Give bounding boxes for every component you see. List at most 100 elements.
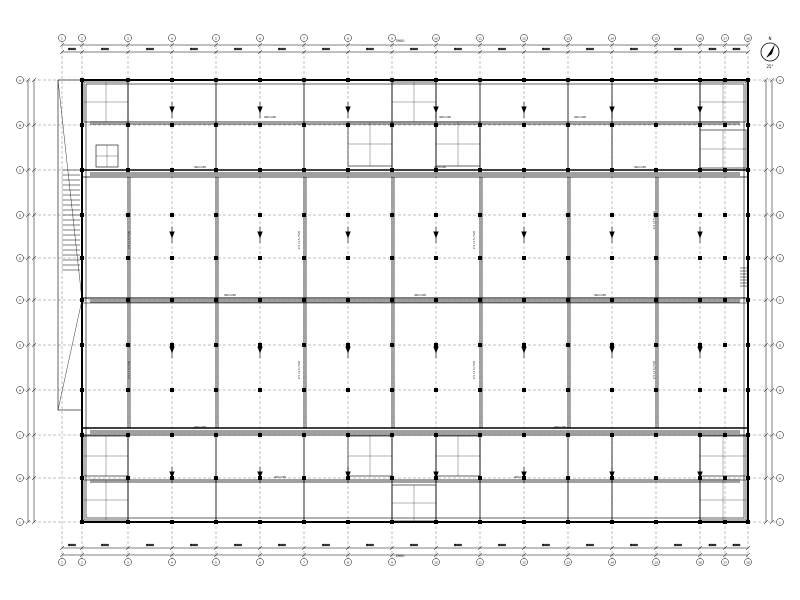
left-ramp-diagonal: [57, 299, 83, 411]
dimension-tick: [745, 552, 751, 558]
corridor-label: 2.5 / 2.5 / 500: [652, 361, 656, 380]
axis-bubble-column: 8: [344, 34, 352, 42]
structural-column: [126, 476, 130, 480]
axis-bubble-label: 4: [171, 560, 173, 564]
axis-bubble-circle: [388, 34, 396, 42]
structural-column: [258, 168, 262, 172]
structural-column: [478, 168, 482, 172]
axis-bubble-circle: [16, 296, 24, 304]
axis-bubble-circle: [776, 296, 784, 304]
duct-runs: [90, 102, 740, 483]
dimension-tick: [79, 552, 85, 558]
dimension-lines: 6000600060006000600060006000600060006000…: [25, 42, 775, 558]
axis-bubble-circle: [78, 34, 86, 42]
structural-column: [214, 168, 218, 172]
bay-dimension-bottom: 6000: [674, 543, 682, 547]
structural-column: [566, 168, 570, 172]
dimension-tick: [79, 545, 85, 551]
dimension-tick: [213, 49, 219, 55]
dimension-tick: [609, 49, 615, 55]
duct-size-label: 400×200: [414, 293, 426, 297]
structural-column: [723, 520, 727, 524]
axis-bubble-label: H: [19, 388, 21, 392]
structural-column: [478, 520, 482, 524]
dimension-tick: [653, 49, 659, 55]
bay-dimension-bottom: 6000: [542, 543, 550, 547]
axis-bubble-circle: [16, 518, 24, 526]
structural-column: [170, 168, 174, 172]
axis-bubble-circle: [776, 474, 784, 482]
bay-dimension-bottom: 6000: [454, 543, 462, 547]
dimension-tick: [79, 49, 85, 55]
axis-bubble-row: H: [16, 386, 24, 394]
axis-bubble-circle: [16, 211, 24, 219]
structural-column: [610, 520, 614, 524]
axis-bubble-circle: [16, 76, 24, 84]
dimension-tick: [25, 77, 31, 83]
airflow-arrow-head: [169, 106, 175, 114]
axis-bubble-circle: [16, 254, 24, 262]
axis-bubble-column: 15: [652, 558, 660, 566]
exterior-wall-inner: [85, 83, 745, 519]
dimension-tick: [433, 49, 439, 55]
axis-bubble-column: 17: [721, 558, 729, 566]
axis-bubble-label: 14: [610, 560, 614, 564]
dimension-tick: [59, 49, 65, 55]
structural-column: [723, 433, 727, 437]
axis-bubble-circle: [696, 558, 704, 566]
axis-bubble-circle: [300, 34, 308, 42]
axis-bubble-row: C: [16, 166, 24, 174]
structural-column: [214, 433, 218, 437]
airflow-arrow-head: [345, 106, 351, 114]
duct-size-label: 400×200: [434, 165, 446, 169]
bay-dimension-top: 6000: [278, 47, 286, 51]
dimension-tick: [609, 42, 615, 48]
structural-column: [170, 256, 174, 260]
structural-column: [478, 78, 482, 82]
bay-dimension-bottom: 6000: [630, 543, 638, 547]
bay-dimension-bottom: 6000: [146, 543, 154, 547]
dimension-tick: [653, 552, 659, 558]
structural-column: [610, 78, 614, 82]
dimension-tick: [722, 42, 728, 48]
axis-bubble-circle: [124, 34, 132, 42]
axis-bubble-row: H: [776, 386, 784, 394]
dimension-tick: [213, 552, 219, 558]
structural-column: [346, 388, 350, 392]
axis-bubble-label: 6: [259, 560, 261, 564]
axis-bubble-row: L: [16, 518, 24, 526]
axis-bubble-label: 12: [522, 560, 526, 564]
axis-bubble-label: 16: [698, 560, 702, 564]
dimension-tick: [31, 519, 37, 525]
structural-column: [610, 213, 614, 217]
structural-column: [723, 78, 727, 82]
dimension-tick: [25, 342, 31, 348]
axis-bubble-circle: [432, 34, 440, 42]
dimension-tick: [565, 49, 571, 55]
dimension-tick: [769, 475, 775, 481]
axis-bubble-label: C: [19, 168, 21, 172]
axis-bubble-circle: [432, 558, 440, 566]
structural-column: [126, 168, 130, 172]
structural-column: [610, 168, 614, 172]
structural-column: [80, 343, 84, 347]
dimension-tick: [722, 545, 728, 551]
axis-bubble-circle: [16, 121, 24, 129]
structural-column: [170, 388, 174, 392]
bay-dimension-bottom: 6000: [366, 543, 374, 547]
bay-dimension-bottom: 6000: [101, 543, 109, 547]
axis-bubble-column: 4: [168, 558, 176, 566]
axis-bubble-label: 12: [522, 36, 526, 40]
axis-bubble-label: 8: [347, 560, 349, 564]
axis-bubble-column: 16: [696, 34, 704, 42]
dimension-tick: [521, 545, 527, 551]
structural-column: [746, 168, 750, 172]
dimension-tick: [477, 545, 483, 551]
north-arrow: N 25°: [760, 36, 780, 69]
axis-bubble-label: 15: [654, 36, 658, 40]
dimension-tick: [169, 552, 175, 558]
structural-column: [126, 78, 130, 82]
structural-column: [566, 433, 570, 437]
axis-bubble-circle: [652, 558, 660, 566]
axis-bubble-column: 9: [388, 34, 396, 42]
